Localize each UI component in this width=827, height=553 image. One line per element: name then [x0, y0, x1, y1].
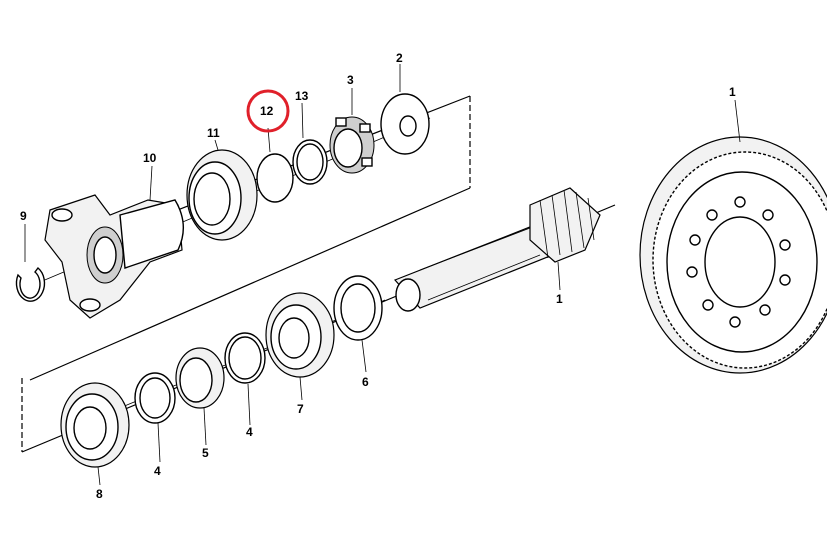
- callout-7[interactable]: 7: [297, 402, 304, 416]
- highlight-circle-callout-12: [246, 89, 290, 133]
- roller-bearing-part-8[interactable]: [60, 382, 130, 468]
- shim-part-13[interactable]: [292, 139, 328, 185]
- seal-part-11[interactable]: [186, 149, 258, 241]
- ring-gear-part-1[interactable]: [639, 136, 827, 374]
- callout-1-pinion[interactable]: 1: [556, 292, 563, 306]
- callout-10[interactable]: 10: [143, 151, 157, 165]
- bearing-cup-part-5[interactable]: [175, 347, 225, 409]
- callout-12[interactable]: 12: [260, 104, 274, 118]
- flange-yoke-part-10[interactable]: [44, 194, 184, 319]
- callout-3[interactable]: 3: [347, 73, 354, 87]
- callout-8[interactable]: 8: [96, 487, 103, 501]
- callout-6[interactable]: 6: [362, 375, 369, 389]
- snap-ring-part-9[interactable]: [15, 266, 46, 302]
- callout-13[interactable]: 13: [295, 89, 309, 103]
- castle-nut-part-3[interactable]: [329, 116, 375, 174]
- shim-part-4-left[interactable]: [134, 372, 176, 424]
- spacer-part-6[interactable]: [333, 275, 383, 341]
- pinion-shaft-part-1[interactable]: [393, 187, 601, 312]
- callout-1-ring-gear[interactable]: 1: [729, 85, 736, 99]
- callout-2[interactable]: 2: [396, 51, 403, 65]
- lock-washer-part-2[interactable]: [380, 93, 430, 155]
- shim-part-4-right[interactable]: [224, 332, 266, 384]
- o-ring-part-12[interactable]: [256, 153, 294, 203]
- callout-4-right[interactable]: 4: [246, 425, 253, 439]
- callout-4-left[interactable]: 4: [154, 464, 161, 478]
- callout-5[interactable]: 5: [202, 446, 209, 460]
- callout-9[interactable]: 9: [20, 209, 27, 223]
- bearing-part-7[interactable]: [265, 292, 335, 378]
- callout-11[interactable]: 11: [207, 126, 220, 140]
- leader-lines: [24, 64, 741, 486]
